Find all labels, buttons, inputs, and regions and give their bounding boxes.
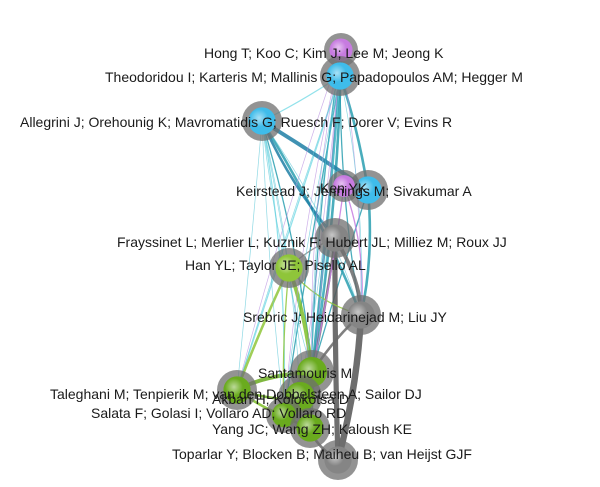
- node-highlight: [326, 448, 344, 466]
- node-label-yang: Yang JC; Wang ZH; Kaloush KE: [212, 421, 412, 437]
- edge-frayssinet-toparlar: [332, 235, 341, 463]
- node-srebric[interactable]: [341, 295, 381, 335]
- node-kenyk[interactable]: [328, 170, 360, 202]
- node-allegrini[interactable]: [242, 101, 282, 141]
- node-label-kenyk: Ken YK: [320, 180, 368, 196]
- node-label-santamouris: Santamouris M: [258, 365, 352, 381]
- node-label-srebric: Srebric J; Heidarinejad M; Liu JY: [243, 309, 448, 325]
- edge-fan-hong-salata: [283, 49, 342, 416]
- edge-fan-allegrini-santamouris: [261, 120, 313, 373]
- node-highlight: [323, 226, 341, 244]
- edge-fan-allegrini-taleghani: [236, 120, 263, 391]
- node-label-hong: Hong T; Koo C; Kim J; Lee M; Jeong K: [204, 45, 444, 61]
- node-highlight: [298, 416, 316, 434]
- node-layer: [217, 33, 388, 480]
- node-frayssinet[interactable]: [315, 218, 355, 258]
- edge-keirstead-santamouris: [311, 189, 369, 373]
- node-label-frayssinet: Frayssinet L; Merlier L; Kuznik F; Huber…: [117, 234, 507, 250]
- node-label-taleghani: Taleghani M; Tenpierik M; van den Dobbel…: [50, 386, 422, 402]
- node-label-akbari: Akbari H; Kolokotsa D: [212, 391, 349, 407]
- node-highlight: [250, 109, 268, 127]
- node-akbari[interactable]: [278, 375, 322, 419]
- edge-fan-allegrini-srebric: [261, 120, 362, 316]
- node-yang[interactable]: [290, 408, 330, 448]
- node-toparlar[interactable]: [318, 440, 358, 480]
- edge-fan-theodoridou-salata: [283, 75, 341, 416]
- node-highlight: [286, 383, 307, 404]
- node-label-keirstead: Keirstead J; Jennings M; Sivakumar A: [236, 183, 472, 199]
- node-label-allegrini: Allegrini J; Orehounig K; Mavromatidis G…: [20, 114, 452, 130]
- node-label-salata: Salata F; Golasi I; Vollaro AD; Vollaro …: [91, 405, 346, 421]
- node-label-han: Han YL; Taylor JE; Pisello AL: [185, 257, 366, 273]
- node-highlight: [328, 64, 346, 82]
- node-highlight: [356, 178, 374, 196]
- node-highlight: [334, 176, 349, 191]
- node-label-theodoridou: Theodoridou I; Karteris M; Mallinis G; P…: [105, 69, 523, 85]
- edge-fan-theodoridou-santamouris: [311, 75, 341, 373]
- node-highlight: [298, 358, 319, 379]
- node-highlight: [277, 256, 295, 274]
- label-layer: Hong T; Koo C; Kim J; Lee M; Jeong K Theo…: [20, 45, 523, 462]
- node-taleghani[interactable]: [217, 370, 257, 410]
- edge-fan-hong-taleghani: [236, 49, 342, 391]
- node-highlight: [349, 303, 367, 321]
- node-highlight: [330, 39, 347, 56]
- node-highlight: [225, 378, 243, 396]
- edge-fan-theodoridou-taleghani: [236, 75, 341, 391]
- node-highlight: [273, 404, 290, 421]
- node-han[interactable]: [269, 248, 309, 288]
- node-theodoridou[interactable]: [320, 56, 360, 96]
- node-label-toparlar: Toparlar Y; Blocken B; Maiheu B; van Hei…: [172, 446, 472, 462]
